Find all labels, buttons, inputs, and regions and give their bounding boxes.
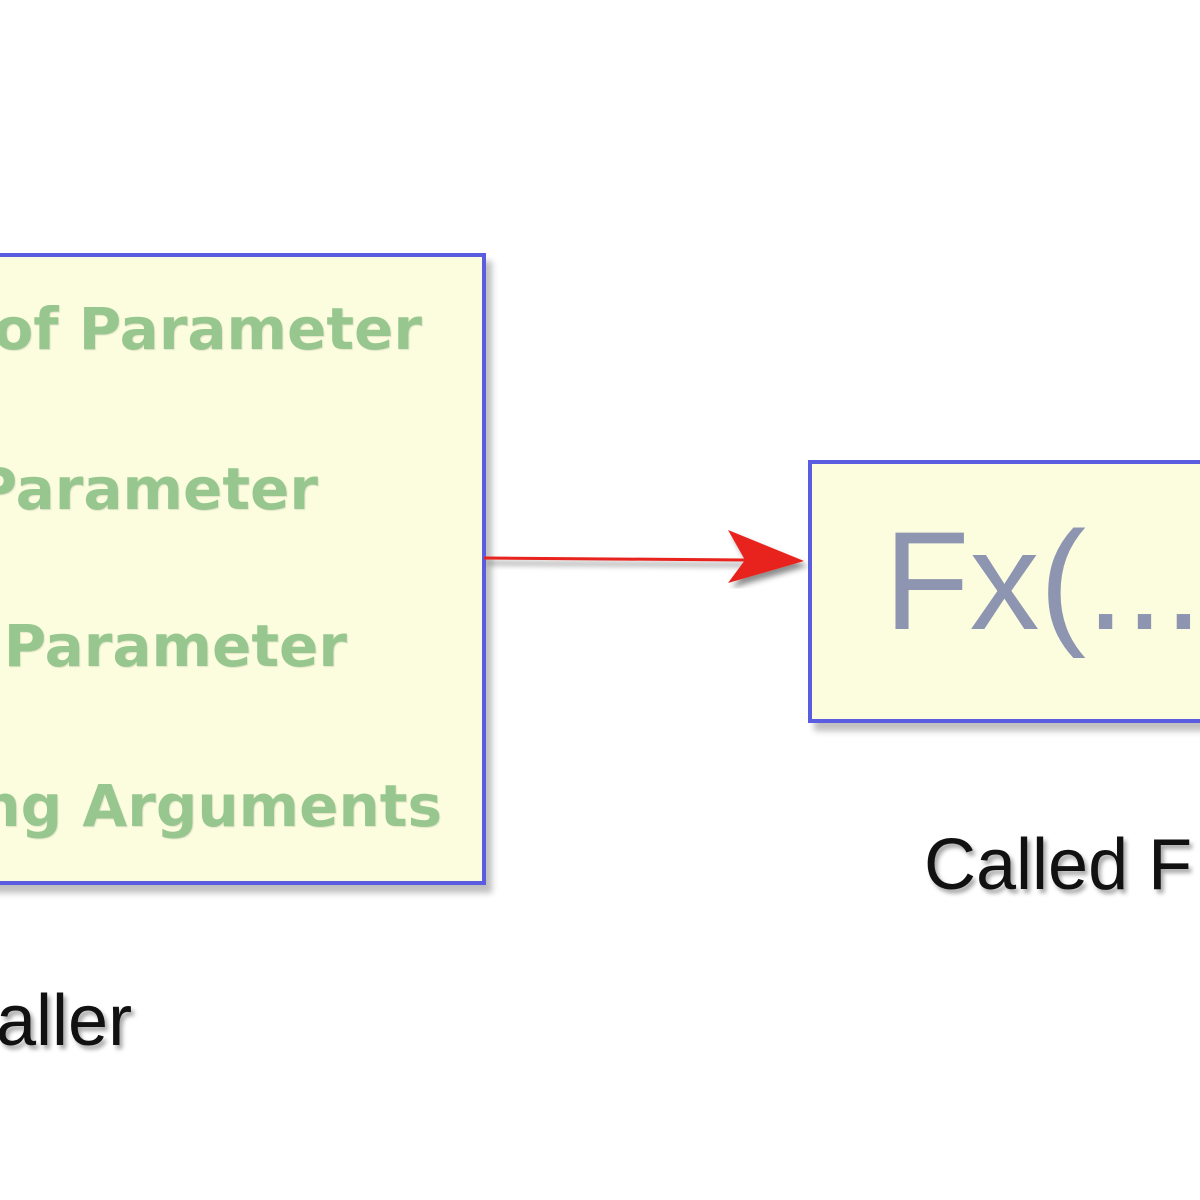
- caller-line-4: ng Arguments: [0, 772, 442, 840]
- caller-box: [0, 253, 486, 885]
- caller-line-2: Parameter: [0, 455, 318, 523]
- caller-line-3: Parameter: [3, 612, 347, 680]
- caller-label: aller: [0, 981, 133, 1061]
- arrow-shaft: [483, 556, 746, 562]
- callee-box: [808, 460, 1200, 723]
- function-text: Fx(...: [884, 502, 1200, 659]
- callee-label: Called F: [924, 825, 1193, 905]
- caller-line-1: of Parameter: [0, 295, 422, 363]
- arrow-head-icon: [728, 530, 804, 583]
